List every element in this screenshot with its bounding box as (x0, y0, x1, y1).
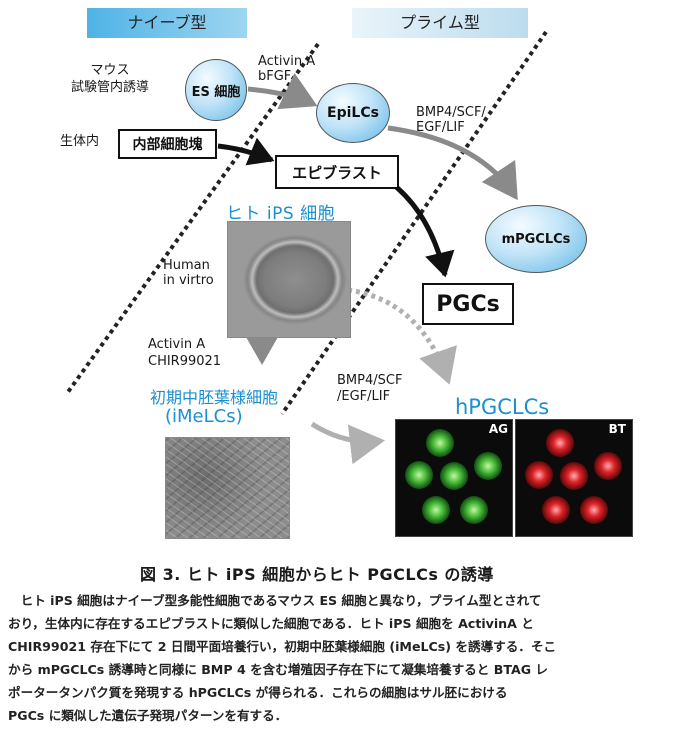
label-bmp4-mouse-2: EGF/LIF (416, 120, 465, 135)
label-mouse-in-vitro: マウス 試験管内誘導 (55, 62, 165, 96)
caption-line: ポータータンパク質を発現する hPGCLCs が得られる．これらの細胞はサル胚に… (8, 685, 508, 700)
es-cell-label: ES 細胞 (191, 84, 241, 100)
figure-caption-body: ヒト iPS 細胞はナイーブ型多能性細胞であるマウス ES 細胞と異なり，プライ… (8, 589, 698, 727)
epiblast-label: エピブラスト (292, 163, 382, 182)
caption-line: ヒト iPS 細胞はナイーブ型多能性細胞であるマウス ES 細胞と異なり，プライ… (8, 593, 542, 608)
ag-fluorescence-panel: AG (395, 419, 513, 537)
label-mouse: マウス (90, 63, 130, 78)
caption-line: PGCs に類似した遺伝子発現パターンを有する． (8, 708, 288, 723)
label-bmp4-human-1: BMP4/SCF (337, 373, 403, 388)
bt-fluorescence-panel: BT (515, 419, 633, 537)
es-cell-node: ES 細胞 (185, 59, 247, 121)
hpgclcs-title: hPGCLCs (455, 395, 550, 419)
label-activin-bfgf: Activin A bFGF (258, 54, 315, 84)
pgcs-box: PGCs (422, 283, 514, 325)
arrow-imelcs-hpgclcs (310, 421, 385, 465)
label-bmp4-human-2: /EGF/LIF (337, 389, 391, 404)
label-bmp4-mouse-1: BMP4/SCF/ (416, 105, 486, 120)
label-bmp4-mouse: BMP4/SCF/ EGF/LIF (416, 105, 486, 135)
arrow-epilcs-mpgclcs (387, 125, 518, 201)
ag-spheroids (405, 429, 502, 524)
pgcs-label: PGCs (436, 291, 500, 317)
epilcs-label: EpiLCs (327, 105, 379, 121)
bt-spheroids (525, 429, 622, 524)
bt-label: BT (608, 422, 626, 436)
hips-colony-image (227, 221, 351, 338)
imelcs-title: 初期中胚葉様細胞 (150, 388, 279, 407)
label-in-virtro: in virtro (163, 273, 214, 288)
caption-line: から mPGCLCs 誘導時と同様に BMP 4 を含む増殖因子存在下にて凝集培… (8, 662, 549, 677)
mpgclcs-label: mPGCLCs (501, 231, 571, 247)
label-chir99021: CHIR99021 (148, 354, 222, 369)
label-human-in-vitro: Human in virtro (163, 258, 214, 288)
diagram-graphics (66, 30, 548, 465)
header-primed: プライム型 (352, 8, 528, 38)
icm-label: 内部細胞塊 (132, 137, 203, 153)
divider-right (280, 30, 548, 416)
imelcs-image (165, 437, 290, 539)
label-bmp4-human: BMP4/SCF /EGF/LIF (337, 373, 402, 405)
hips-title: ヒト iPS 細胞 (226, 204, 336, 224)
label-in-vivo: 生体内 (60, 134, 100, 149)
arrow-hips-hpgclcs-dotted (347, 287, 457, 385)
imelcs-abbrev: (iMeLCs) (165, 406, 243, 427)
label-human: Human (163, 258, 210, 273)
ag-label: AG (488, 422, 508, 436)
mpgclcs-node: mPGCLCs (485, 205, 587, 273)
label-activin-chir: Activin A CHIR99021 (148, 336, 221, 370)
figure-caption-title: 図 3. ヒト iPS 細胞からヒト PGCLCs の誘導 (140, 565, 494, 584)
epiblast-box: エピブラスト (275, 155, 399, 189)
label-activin-a: Activin A (258, 54, 316, 69)
arrow-epiblast-pgcs (388, 180, 455, 278)
epilcs-node: EpiLCs (316, 83, 390, 143)
caption-line: おり，生体内に存在するエピブラストに類似した細胞である．ヒト iPS 細胞を A… (8, 616, 534, 631)
caption-line: CHIR99021 存在下にて 2 日間平面培養行い，初期中胚葉様細胞 (iMe… (8, 639, 557, 654)
label-bfgf: bFGF (258, 69, 292, 84)
label-in-vitro: 試験管内誘導 (70, 80, 149, 95)
label-activin-a-2: Activin A (148, 337, 206, 352)
arrow-icm-epiblast (217, 137, 275, 166)
header-naive: ナイーブ型 (87, 8, 247, 38)
icm-box: 内部細胞塊 (118, 129, 217, 159)
arrow-es-epilcs (247, 73, 318, 110)
